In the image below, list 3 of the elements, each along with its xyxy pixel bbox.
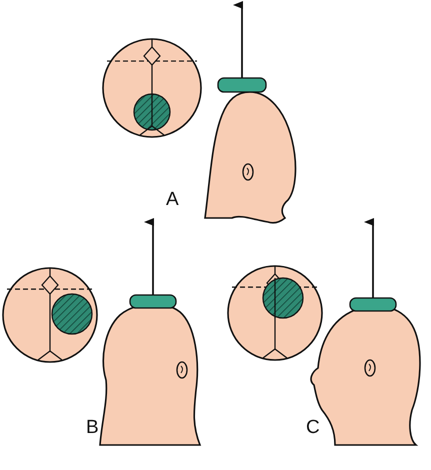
panel-label: B [86,418,99,437]
panel-label: A [166,190,179,209]
panel-label: C [306,418,320,437]
